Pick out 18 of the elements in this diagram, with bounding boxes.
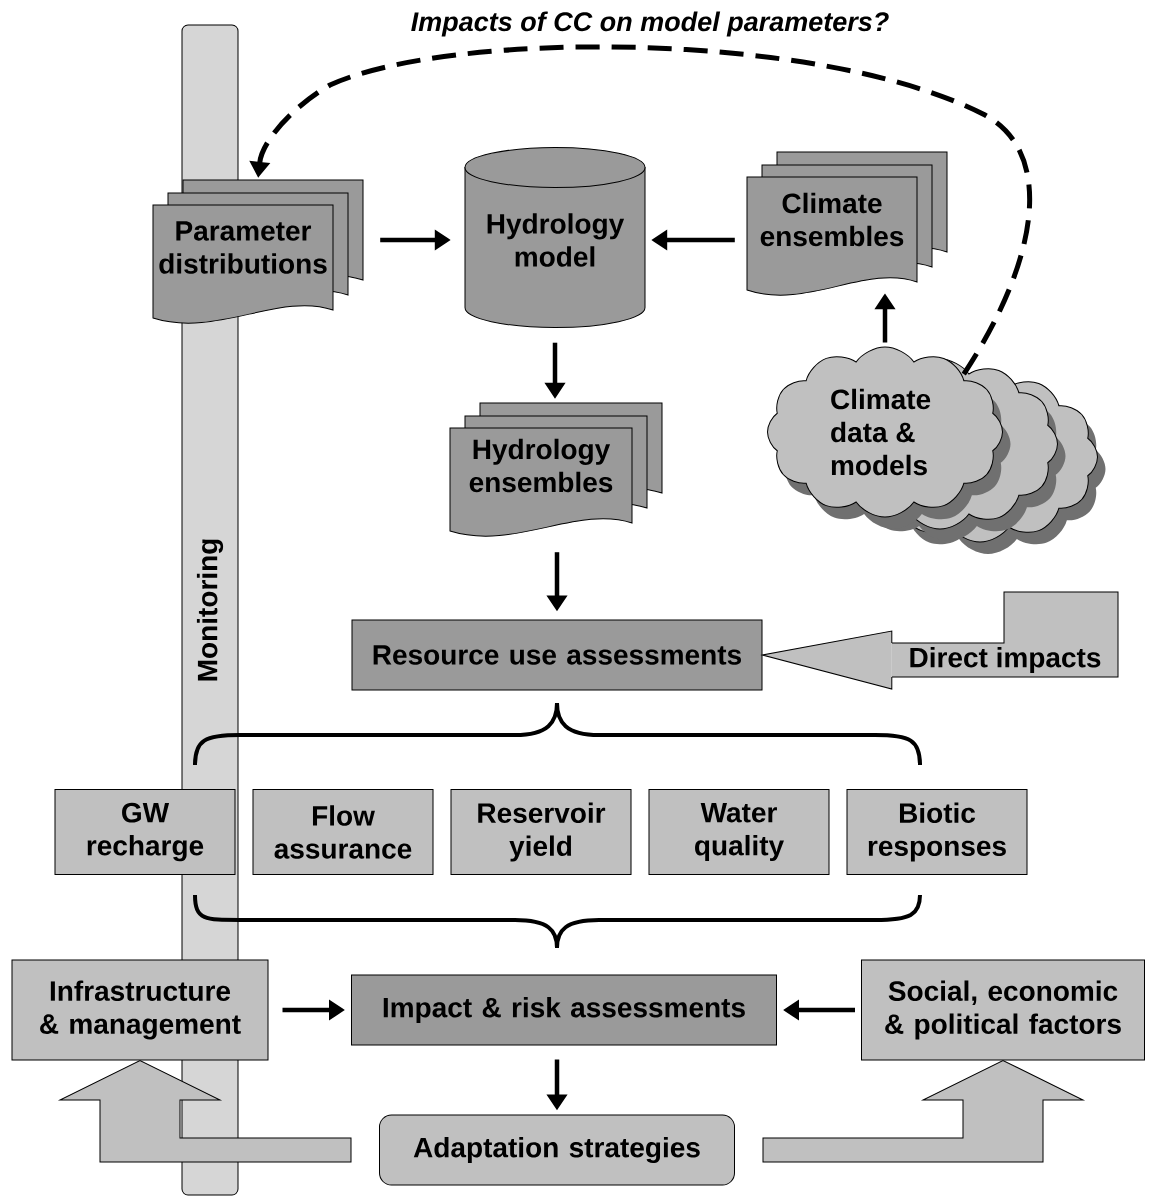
rounded-box: Adaptation strategies xyxy=(379,1114,735,1186)
process-box: Water quality xyxy=(648,789,830,875)
edge-label: Impacts of CC on model parameters? xyxy=(408,9,892,39)
document-stack: Hydrology ensembles xyxy=(449,402,663,537)
document-stack: Climate ensembles xyxy=(746,151,948,296)
process-box: Resource use assessments xyxy=(351,619,763,691)
process-box: Reservoir yield xyxy=(450,789,632,875)
process-box: Impact & risk assessments xyxy=(351,974,777,1046)
block-arrow xyxy=(762,1060,1084,1163)
process-box: Infrastructure & management xyxy=(11,959,269,1061)
process-box: Flow assurance xyxy=(252,789,434,875)
document-stack: Parameter distributions xyxy=(152,179,364,324)
process-box: GW recharge xyxy=(54,789,236,875)
block-arrow xyxy=(59,1060,352,1163)
database-cylinder: Hydrology model xyxy=(464,147,646,328)
block-arrow xyxy=(762,630,893,690)
process-box: Social, economic & political factors xyxy=(861,959,1145,1061)
process-box: Biotic responses xyxy=(846,789,1028,875)
